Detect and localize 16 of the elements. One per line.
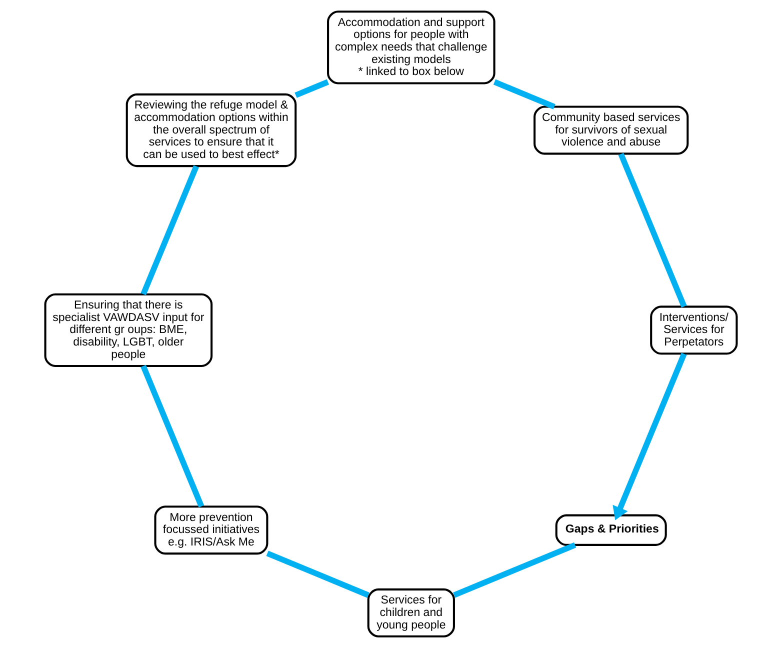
node-box: Community based services for survivors of sexual violence and abuse	[534, 106, 689, 155]
node-box: Interventions/ Services for Perpetators	[650, 306, 738, 355]
node-box: Ensuring that there is specialist VAWDASV input for different gr oups: BME, disability, LGBT, older people	[44, 293, 213, 367]
node-box: Accommodation and support options for people with complex needs that challenge existing models * linked to box below	[327, 10, 496, 84]
connector	[140, 364, 204, 508]
arrow	[612, 352, 687, 520]
node-box: Services for children and young people	[367, 588, 455, 638]
node-box: Reviewing the refuge model & accommodation options within the overall spectrum of services to ensure that it can be used to best effect*	[126, 93, 297, 168]
connector	[453, 542, 576, 598]
node-box: More prevention focussed initiatives e.g. IRIS/Ask Me	[154, 506, 268, 555]
connector	[294, 79, 330, 98]
node-box: Gaps & Priorities	[555, 514, 667, 546]
connector	[140, 165, 199, 296]
connector	[266, 550, 370, 598]
connector	[618, 152, 687, 308]
connector	[493, 79, 556, 110]
